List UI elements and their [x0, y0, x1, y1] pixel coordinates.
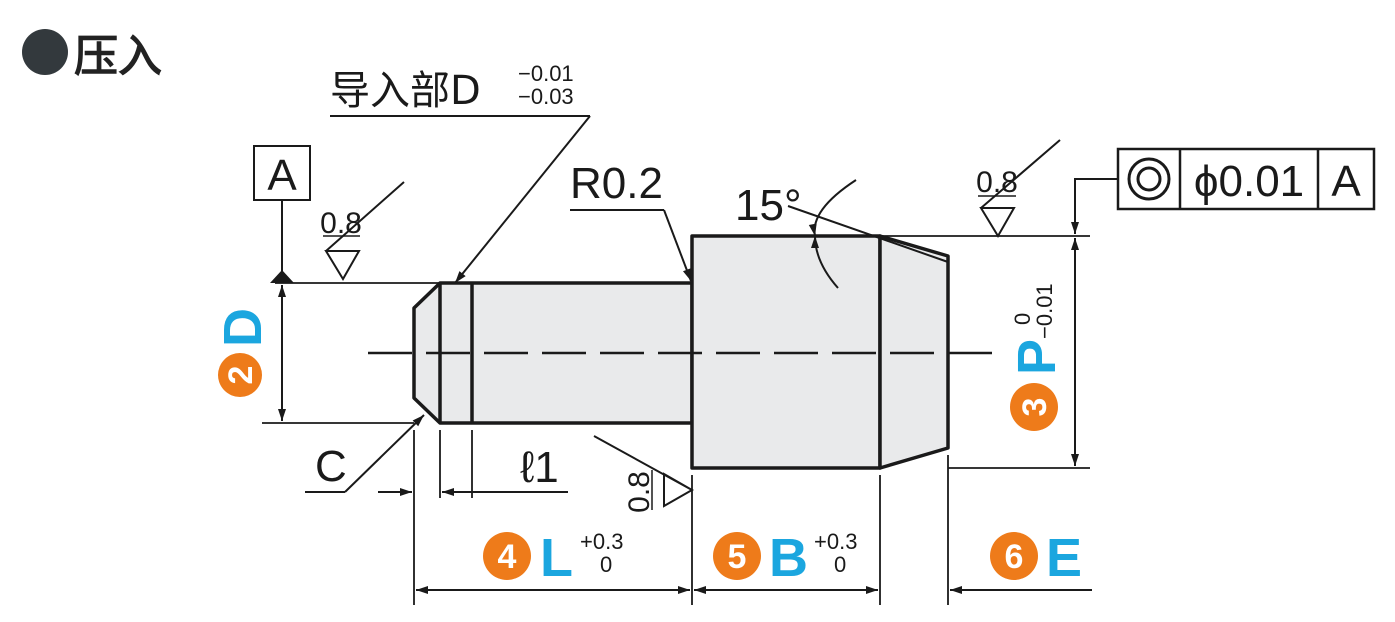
dim-6-badge: [990, 532, 1038, 580]
chamfer-callout: C: [305, 414, 425, 493]
dim-4-letter: L: [540, 528, 573, 588]
dim-4-tol-upper: +0.3: [580, 529, 623, 554]
roughness-symbol-2: 0.8: [976, 139, 1061, 238]
section-title: 压入: [22, 22, 162, 82]
angle-label: 15°: [735, 181, 802, 230]
fcf-tolerance: ϕ0.01: [1194, 157, 1304, 206]
lead-in-label: 导入部D: [330, 68, 481, 114]
dim-4-l: 4 L +0.3 0: [483, 528, 623, 588]
lead-in-callout: 导入部D −0.01 −0.03: [330, 61, 591, 284]
dim-2-d: 2 D: [213, 308, 273, 397]
radius-callout: R0.2: [570, 159, 692, 282]
roughness-symbol-3: 0.8: [593, 435, 695, 513]
dim-5-number: 5: [728, 538, 747, 576]
feature-control-frame: ϕ0.01 A: [1071, 147, 1376, 234]
dimension-lines: [278, 238, 1092, 594]
dim-5-b: 5 B +0.3 0: [713, 528, 857, 588]
dim-3-tol-upper: 0: [1010, 313, 1035, 325]
bullet-icon: [22, 29, 68, 75]
fcf-datum: A: [1331, 157, 1361, 206]
dim-3-p: 3 P 0 −0.01: [1007, 283, 1067, 431]
datum-label: A: [267, 151, 297, 200]
dim-3-tol-lower: −0.01: [1032, 283, 1057, 339]
dim-6-letter: E: [1046, 528, 1082, 588]
dim-2-letter: D: [213, 308, 273, 347]
lead-in-tol-lower: −0.03: [518, 84, 574, 109]
l1-label: ℓ1: [520, 443, 559, 492]
datum-triangle: [270, 270, 294, 283]
dim-5-letter: B: [769, 528, 808, 588]
radius-label: R0.2: [570, 159, 663, 208]
roughness-value-3: 0.8: [623, 471, 656, 513]
section-title-text: 压入: [74, 31, 162, 82]
dim-4-number: 4: [498, 538, 517, 576]
lead-in-tol-upper: −0.01: [518, 61, 574, 86]
dim-4-tol-lower: 0: [600, 552, 612, 577]
roughness-value-2: 0.8: [976, 166, 1018, 199]
angle-callout: 15°: [735, 179, 949, 289]
dim-4-badge: [483, 532, 531, 580]
dim-2-badge: [218, 353, 262, 397]
dim-6-e: 6 E: [990, 528, 1082, 588]
dim-5-tol-upper: +0.3: [814, 529, 857, 554]
dim-5-badge: [713, 532, 761, 580]
concentricity-icon: [1127, 157, 1171, 201]
dim-3-letter: P: [1007, 339, 1067, 375]
dim-3-number: 3: [1016, 398, 1054, 417]
dim-5-tol-lower: 0: [834, 552, 846, 577]
roughness-symbol-1: 0.8: [320, 181, 405, 281]
dim-2-number: 2: [222, 366, 260, 385]
extension-lines: [262, 235, 1090, 605]
chamfer-label: C: [315, 442, 347, 491]
datum-a: A: [253, 145, 311, 283]
dim-6-number: 6: [1005, 538, 1024, 576]
datum-box: [253, 145, 311, 201]
dim-3-badge: [1010, 383, 1058, 431]
roughness-value-1: 0.8: [320, 207, 362, 240]
